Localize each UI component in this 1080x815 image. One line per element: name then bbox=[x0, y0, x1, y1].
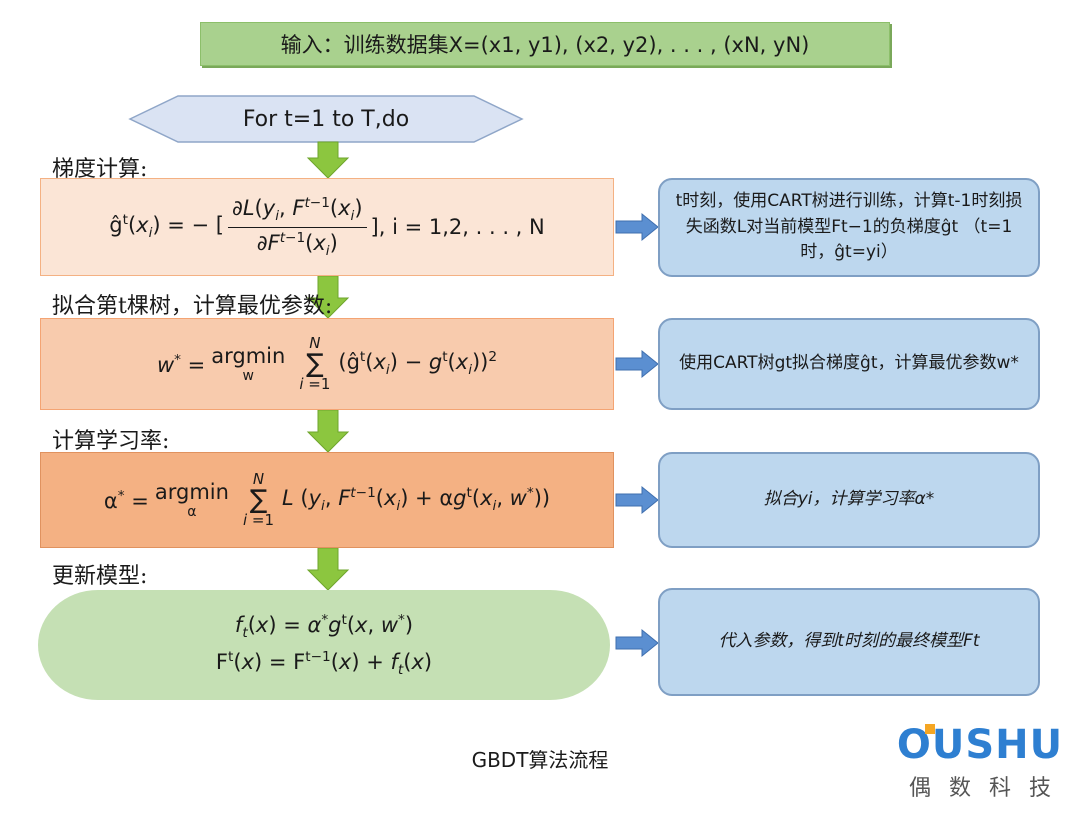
formula-update-model: ft(x) = α*gt(x, w*) Ft(x) = Ft−1(x) + ft… bbox=[38, 590, 610, 700]
input-text: 输入：训练数据集X=(x1, y1), (x2, y2), . . . , (x… bbox=[280, 33, 810, 57]
f2-w: w bbox=[156, 352, 175, 377]
f3-sum: N∑i =1 bbox=[242, 470, 275, 529]
note-fit-tree: 使用CART树gt拟合梯度ĝt，计算最优参数w* bbox=[658, 318, 1040, 410]
note-update: 代入参数，得到t时刻的最终模型Ft bbox=[658, 588, 1040, 696]
right-arrow-1 bbox=[615, 212, 659, 242]
note-learning-rate: 拟合yi，计算学习率α* bbox=[658, 452, 1040, 548]
f4-f: f bbox=[234, 612, 243, 637]
for-loop-label: For t=1 to T,do bbox=[242, 106, 410, 132]
f1-tail: , i = 1,2, . . . , N bbox=[378, 215, 545, 239]
section-update: 更新模型: bbox=[52, 564, 148, 589]
down-arrow-3 bbox=[306, 409, 350, 453]
f4-F: F bbox=[215, 650, 228, 674]
logo-main: OUSHU bbox=[896, 722, 1064, 768]
note-learning-rate-text: 拟合yi，计算学习率α* bbox=[763, 489, 935, 510]
f3-alpha: α bbox=[103, 488, 118, 513]
section-fit-tree: 拟合第t棵树，计算最优参数: bbox=[52, 294, 333, 319]
oushu-logo: OUSHU 偶数科技 bbox=[890, 722, 1070, 802]
section-learning-rate: 计算学习率: bbox=[52, 429, 170, 454]
right-arrow-3 bbox=[615, 485, 659, 515]
down-arrow-4 bbox=[306, 547, 350, 591]
logo-sub: 偶数科技 bbox=[908, 776, 1069, 801]
note-fit-tree-text: 使用CART树gt拟合梯度ĝt，计算最优参数w* bbox=[679, 353, 1019, 374]
down-arrow-2 bbox=[306, 275, 350, 319]
diagram-caption: GBDT算法流程 bbox=[471, 748, 609, 772]
f1-fraction: ∂L(yi, Ft−1(xi) ∂Ft−1(xi) bbox=[227, 195, 367, 259]
logo-accent-dot bbox=[925, 724, 935, 734]
for-loop-hexagon bbox=[128, 95, 524, 143]
note-gradient: t时刻，使用CART树进行训练，计算t-1时刻损失函数L对当前模型Ft−1的负梯… bbox=[658, 178, 1040, 277]
formula-gradient: ĝt(xi) = − [ ∂L(yi, Ft−1(xi) ∂Ft−1(xi) ]… bbox=[40, 178, 614, 276]
down-arrow-1 bbox=[306, 141, 350, 179]
note-gradient-text: t时刻，使用CART树进行训练，计算t-1时刻损失函数L对当前模型Ft−1的负梯… bbox=[675, 191, 1023, 263]
right-arrow-2 bbox=[615, 349, 659, 379]
input-dataset-box: 输入：训练数据集X=(x1, y1), (x2, y2), . . . , (x… bbox=[200, 22, 890, 66]
note-update-text: 代入参数，得到t时刻的最终模型Ft bbox=[718, 631, 980, 652]
f2-sum: N∑i =1 bbox=[299, 334, 331, 393]
section-gradient: 梯度计算: bbox=[52, 157, 148, 182]
right-arrow-4 bbox=[615, 628, 659, 658]
f1-ghat: ĝ bbox=[109, 213, 123, 238]
